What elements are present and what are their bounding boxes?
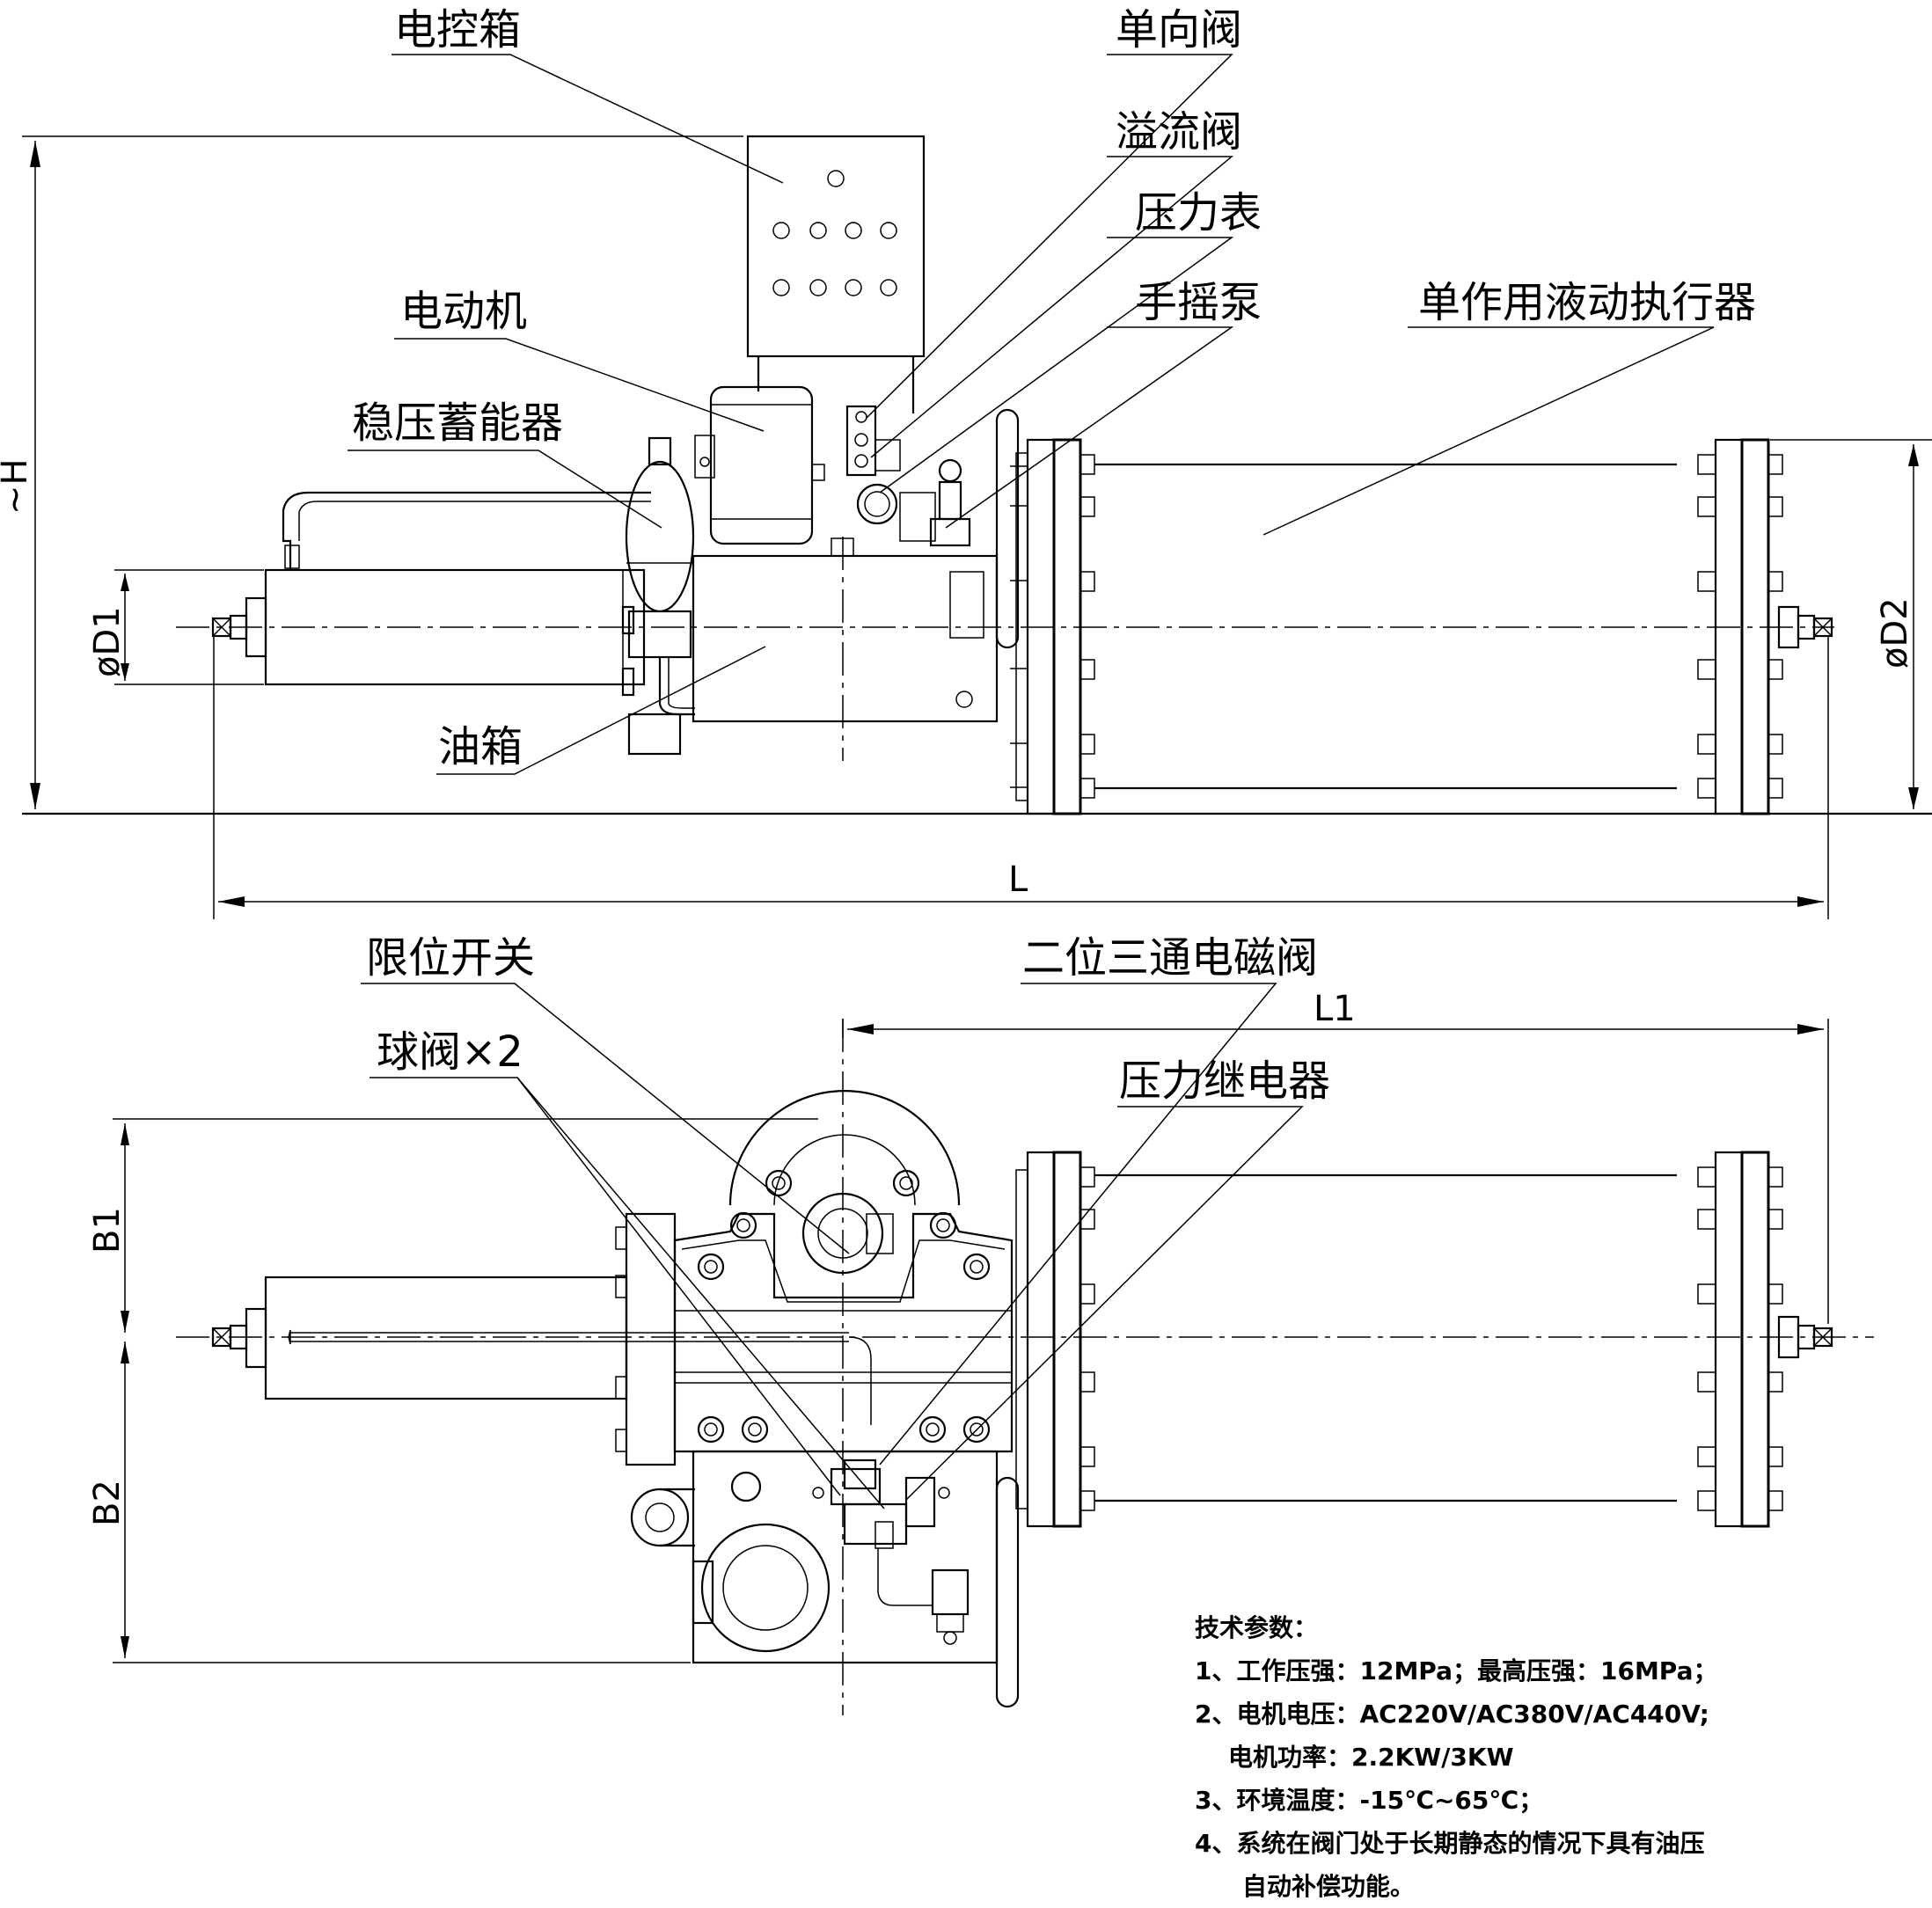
leader-lines [348, 54, 1715, 1510]
dimension-d1 [114, 569, 264, 685]
label-oil-tank: 油箱 [438, 722, 523, 771]
dimension-d2 [1770, 439, 1932, 815]
valve-block-drawing [831, 405, 936, 557]
label-motor: 电动机 [400, 287, 527, 336]
dim-text-b1: B1 [87, 1207, 128, 1254]
dimension-h [22, 135, 743, 809]
specs-line-4: 4、系统在阀门处于长期静态的情况下具有油压 [1195, 1829, 1705, 1858]
actuator-left-flange-drawing [1010, 438, 1095, 815]
specs-title: 技术参数： [1195, 1613, 1319, 1642]
plan-view [113, 1019, 1874, 1715]
label-hand-pump: 手摇泵 [1135, 278, 1262, 327]
dim-text-d1: øD1 [87, 606, 128, 677]
label-accumulator: 稳压蓄能器 [352, 398, 563, 448]
plan-valves [812, 1458, 970, 1645]
dim-text-h: ~H [0, 458, 35, 515]
control-box-drawing [746, 135, 926, 413]
label-relief-valve: 溢流阀 [1116, 107, 1242, 157]
label-pressure-gauge: 压力表 [1135, 188, 1262, 238]
left-cylinder-drawing [211, 491, 651, 697]
specs-line-2b: 电机功率：2.2KW/3KW [1228, 1743, 1514, 1772]
plan-housing [673, 1089, 1014, 1453]
motor-drawing [694, 385, 825, 545]
plan-actuator-right-flange [1697, 1151, 1833, 1528]
specs-line-1: 1、工作压强：12MPa；最高压强：16MPa； [1195, 1656, 1718, 1685]
front-elevation-view [22, 135, 1932, 919]
dim-text-l: L [1008, 859, 1028, 900]
specs-line-4b: 自动补偿功能。 [1242, 1872, 1416, 1901]
specs-line-2: 2、电机电压：AC220V/AC380V/AC440V; [1195, 1700, 1709, 1729]
label-control-box: 电控箱 [394, 5, 521, 55]
dimension-l1 [842, 1019, 1829, 1324]
plan-tank [630, 1450, 1020, 1708]
dimension-b1-b2 [113, 1118, 818, 1663]
specs-line-3: 3、环境温度：-15℃~65℃； [1195, 1786, 1544, 1815]
dim-text-b2: B2 [87, 1480, 128, 1526]
plan-actuator-left-flange [1015, 1151, 1095, 1528]
dim-text-l1: L1 [1314, 989, 1356, 1029]
plan-left-cylinder [211, 1212, 849, 1466]
label-pressure-relay: 压力继电器 [1119, 1056, 1330, 1106]
oil-tank-drawing [627, 554, 999, 756]
dim-text-d2: øD2 [1875, 597, 1915, 669]
technical-specs: 技术参数： 1、工作压强：12MPa；最高压强：16MPa； 2、电机电压：AC… [1195, 1606, 1916, 1908]
accumulator-drawing [625, 436, 695, 716]
label-check-valve: 单向阀 [1116, 5, 1242, 55]
hand-pump-drawing [929, 408, 1020, 649]
label-ball-valve: 球阀×2 [377, 1027, 523, 1077]
label-limit-switch: 限位开关 [366, 933, 535, 983]
dimension-l [213, 636, 1829, 919]
label-solenoid-valve: 二位三通电磁阀 [1022, 933, 1318, 983]
label-actuator: 单作用液动执行器 [1418, 278, 1756, 327]
